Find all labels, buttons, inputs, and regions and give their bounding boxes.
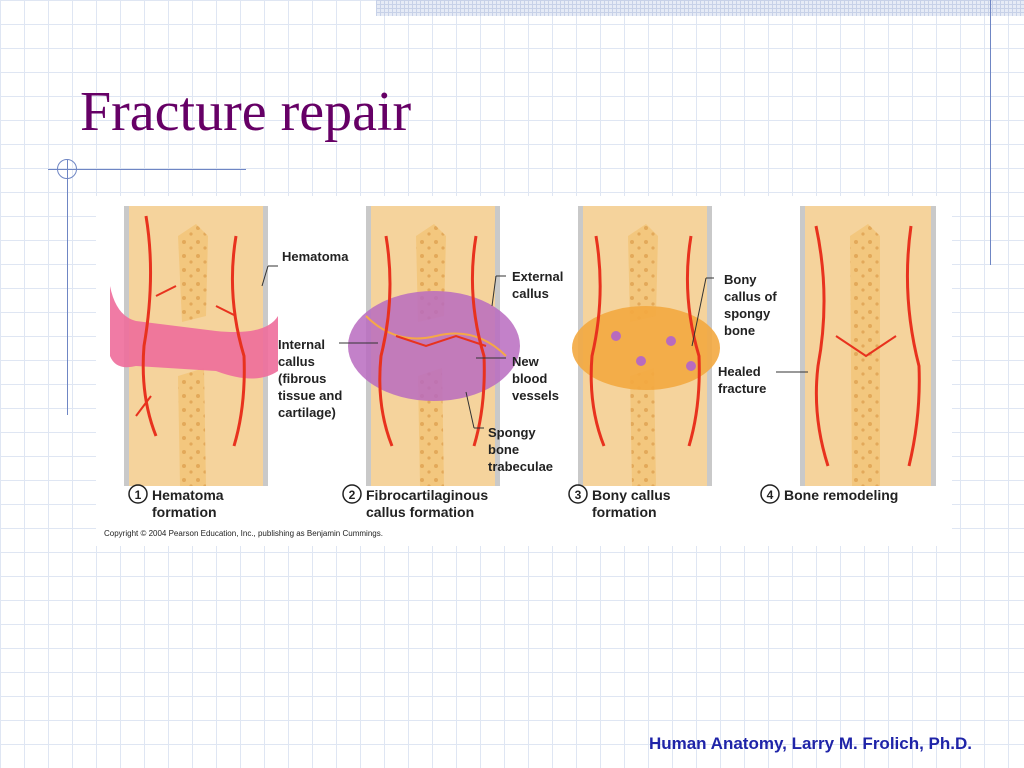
- right-decorative-line: [990, 0, 991, 265]
- panel-fibrocartilaginous-callus: [348, 206, 520, 486]
- svg-text:4: 4: [767, 488, 774, 502]
- panel-bony-callus: [572, 206, 720, 486]
- label-hematoma: Hematoma: [282, 249, 349, 264]
- stage-caption-1: 1 Hematoma formation: [128, 484, 224, 520]
- svg-text:formation: formation: [592, 504, 657, 520]
- svg-text:callus formation: callus formation: [366, 504, 474, 520]
- svg-text:Bony callus: Bony callus: [592, 487, 671, 503]
- slide-footer: Human Anatomy, Larry M. Frolich, Ph.D.: [648, 734, 972, 753]
- slide-title: Fracture repair: [80, 81, 412, 143]
- left-decorative-line: [67, 160, 68, 415]
- label-spongy-bone-trabeculae: Spongy bone trabeculae: [488, 425, 553, 474]
- title-underline: [48, 169, 246, 170]
- label-bony-callus: Bony callus of spongy bone: [724, 272, 780, 338]
- label-internal-callus: Internal callus (fibrous tissue and cart…: [278, 337, 346, 420]
- panel-hematoma-formation: [110, 206, 278, 486]
- svg-text:3: 3: [575, 488, 582, 502]
- stage-caption-4: 4 Bone remodeling: [760, 484, 898, 504]
- label-leader-lines: [261, 265, 808, 429]
- svg-text:2: 2: [349, 488, 356, 502]
- panel-bone-remodeling: [800, 206, 936, 486]
- stage-caption-2: 2 Fibrocartilaginous callus formation: [342, 484, 488, 520]
- label-new-blood-vessels: New blood vessels: [512, 354, 559, 403]
- title-circle-ornament: [57, 159, 77, 179]
- stage-caption-3: 3 Bony callus formation: [568, 484, 671, 520]
- svg-text:Hematoma: Hematoma: [152, 487, 224, 503]
- svg-text:1: 1: [135, 488, 142, 502]
- fracture-repair-figure: Hematoma Internal callus (fibrous tissue…: [96, 196, 952, 546]
- copyright-note: Copyright © 2004 Pearson Education, Inc.…: [104, 529, 383, 538]
- label-healed-fracture: Healed fracture: [718, 364, 766, 396]
- svg-text:formation: formation: [152, 504, 217, 520]
- svg-text:Fibrocartilaginous: Fibrocartilaginous: [366, 487, 488, 503]
- label-external-callus: External callus: [512, 269, 567, 301]
- svg-text:Bone remodeling: Bone remodeling: [784, 487, 898, 503]
- top-decorative-band: [376, 0, 1024, 16]
